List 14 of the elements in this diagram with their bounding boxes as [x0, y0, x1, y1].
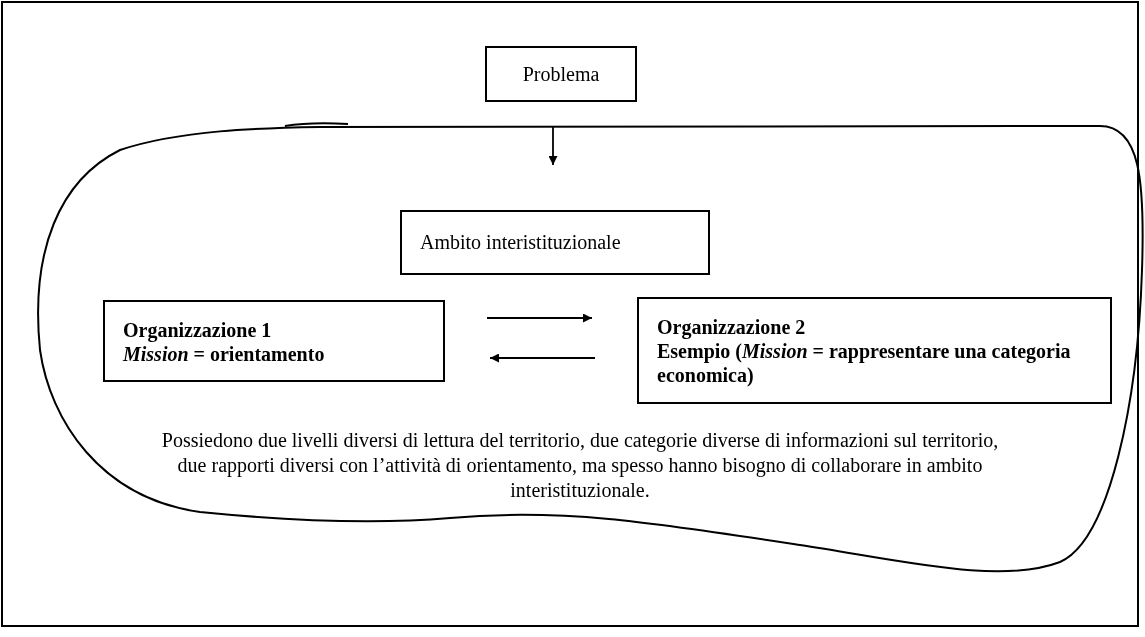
arrow [489, 353, 596, 363]
text-box [400, 210, 710, 275]
text-box [637, 297, 1112, 404]
box-title: Ambito interistituzionale [420, 230, 622, 254]
box-text: Mission = orientamento [123, 342, 326, 366]
text-box [485, 46, 637, 102]
description-text: Possiedono due livelli diversi di lettura del territorio, due categorie diverse di informazioni sul territorio, due rapporti diversi con l’attività di orientamento, ma spesso hanno bisogno di collaborare in ambito interistituzionale. [160, 428, 1000, 503]
box-title: Problema [521, 62, 601, 86]
arrow [548, 126, 558, 166]
box-text: Esempio (Mission = rappresentare una categoria economica) [657, 339, 1072, 387]
text-box [103, 300, 445, 382]
box-title: Organizzazione 1 [123, 318, 273, 342]
arrow [486, 313, 593, 323]
box-title: Organizzazione 2 [657, 315, 807, 339]
